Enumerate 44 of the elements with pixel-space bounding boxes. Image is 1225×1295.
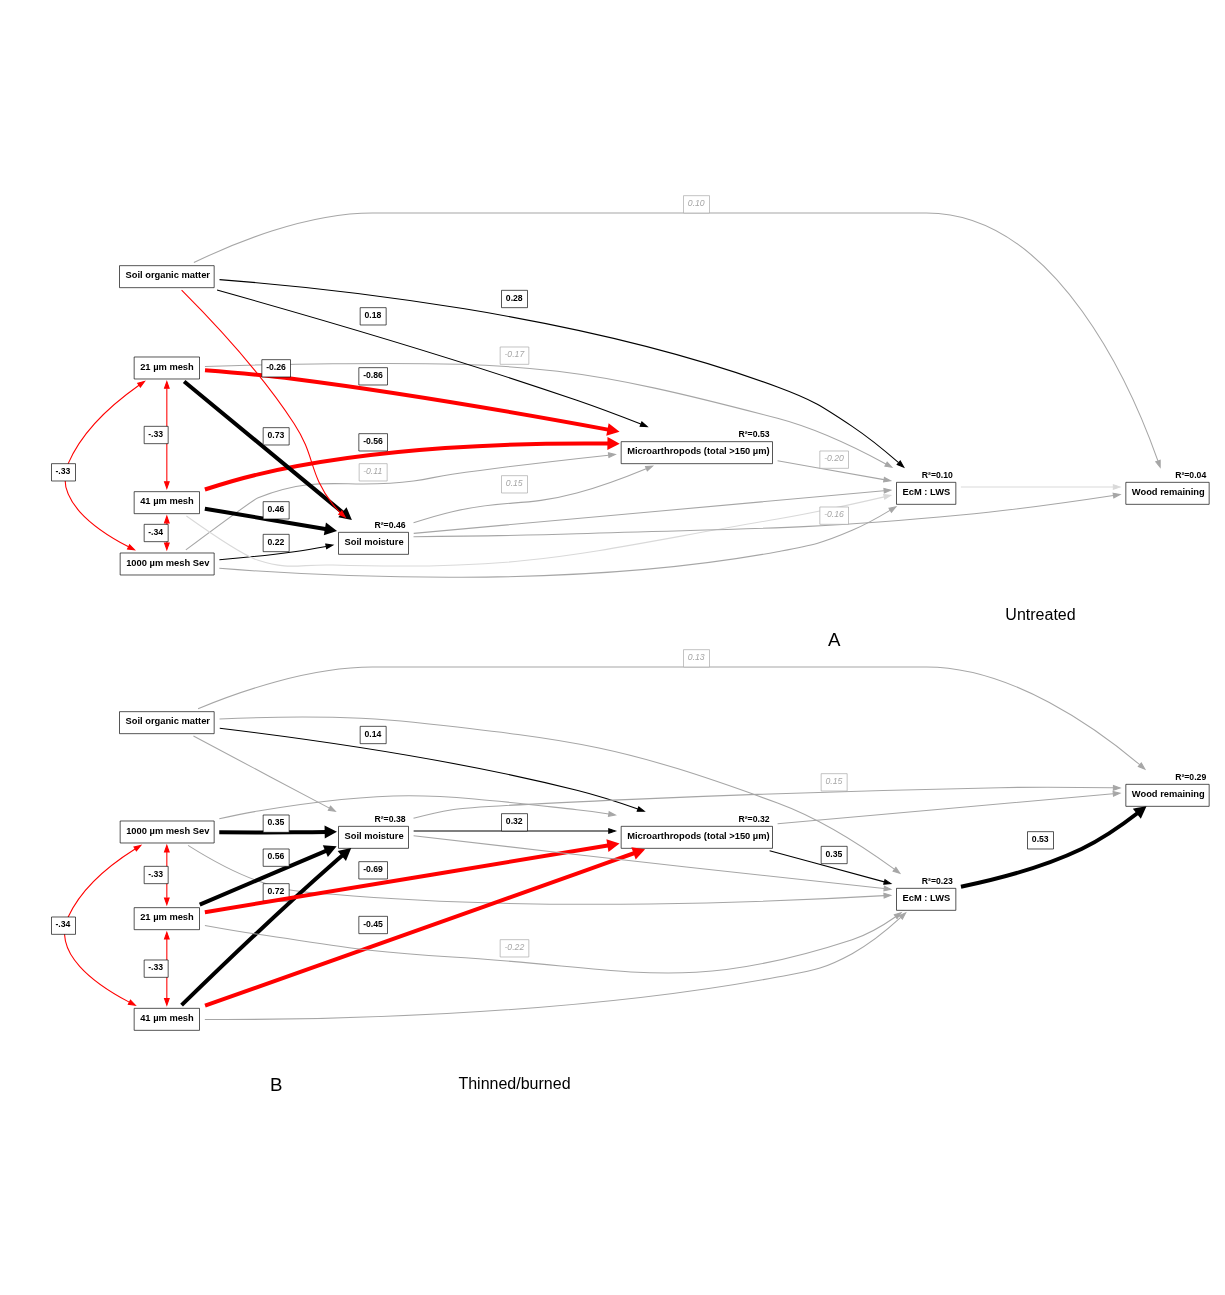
edge-label: -0.26 [266,361,286,372]
label: Untreated [1005,605,1076,623]
node-label: R²=0.46 [374,519,406,530]
edge-label: 0.18 [364,309,382,320]
edge-label: 0.32 [505,815,523,826]
edge-label: -0.22 [504,941,525,952]
edge-label: -0.16 [824,509,844,520]
edge-label: 0.13 [687,651,705,662]
edge-label: -0.86 [363,369,383,380]
edge-label: 0.56 [267,851,285,862]
edge-label: 0.15 [825,775,843,786]
edge-label: 0.28 [505,292,523,303]
label: B [269,1073,283,1095]
node-label: R²=0.10 [921,469,953,480]
edge-label: -0.69 [363,863,383,874]
edge-label: 0.53 [1031,833,1049,844]
edge-label: -0.45 [363,918,383,929]
edge-label: -0.20 [824,453,844,464]
edge-label: -0.11 [363,465,383,476]
edge-label: -.33 [148,962,164,973]
node-label: R²=0.04 [1175,469,1207,480]
edge-label: 0.22 [267,536,285,547]
node-label: R²=0.38 [374,813,406,824]
node-label: R²=0.23 [921,875,953,886]
label: A [827,629,841,651]
node-label: R²=0.53 [738,429,770,440]
edge-label: 0.35 [267,817,285,828]
edge-label: -.34 [148,526,164,537]
edge-label: 0.10 [687,197,705,208]
edge-label: 0.46 [267,503,285,514]
label: Thinned/burned [458,1075,571,1093]
edge-label: -.33 [55,465,71,476]
edge-label: 0.15 [505,477,523,488]
edge-label: -.33 [148,868,164,879]
edge-label: -.33 [148,428,164,439]
edge-label: -0.56 [363,435,383,446]
edge-label: -0.17 [504,349,525,360]
edge-label: 0.35 [825,848,843,859]
node-label: R²=0.29 [1175,771,1207,782]
edge-label: 0.72 [267,885,285,896]
node-label: R²=0.32 [738,813,770,824]
edge-label: 0.14 [364,728,382,739]
edge-label: -.34 [55,919,71,930]
edge-label: 0.73 [267,429,285,440]
